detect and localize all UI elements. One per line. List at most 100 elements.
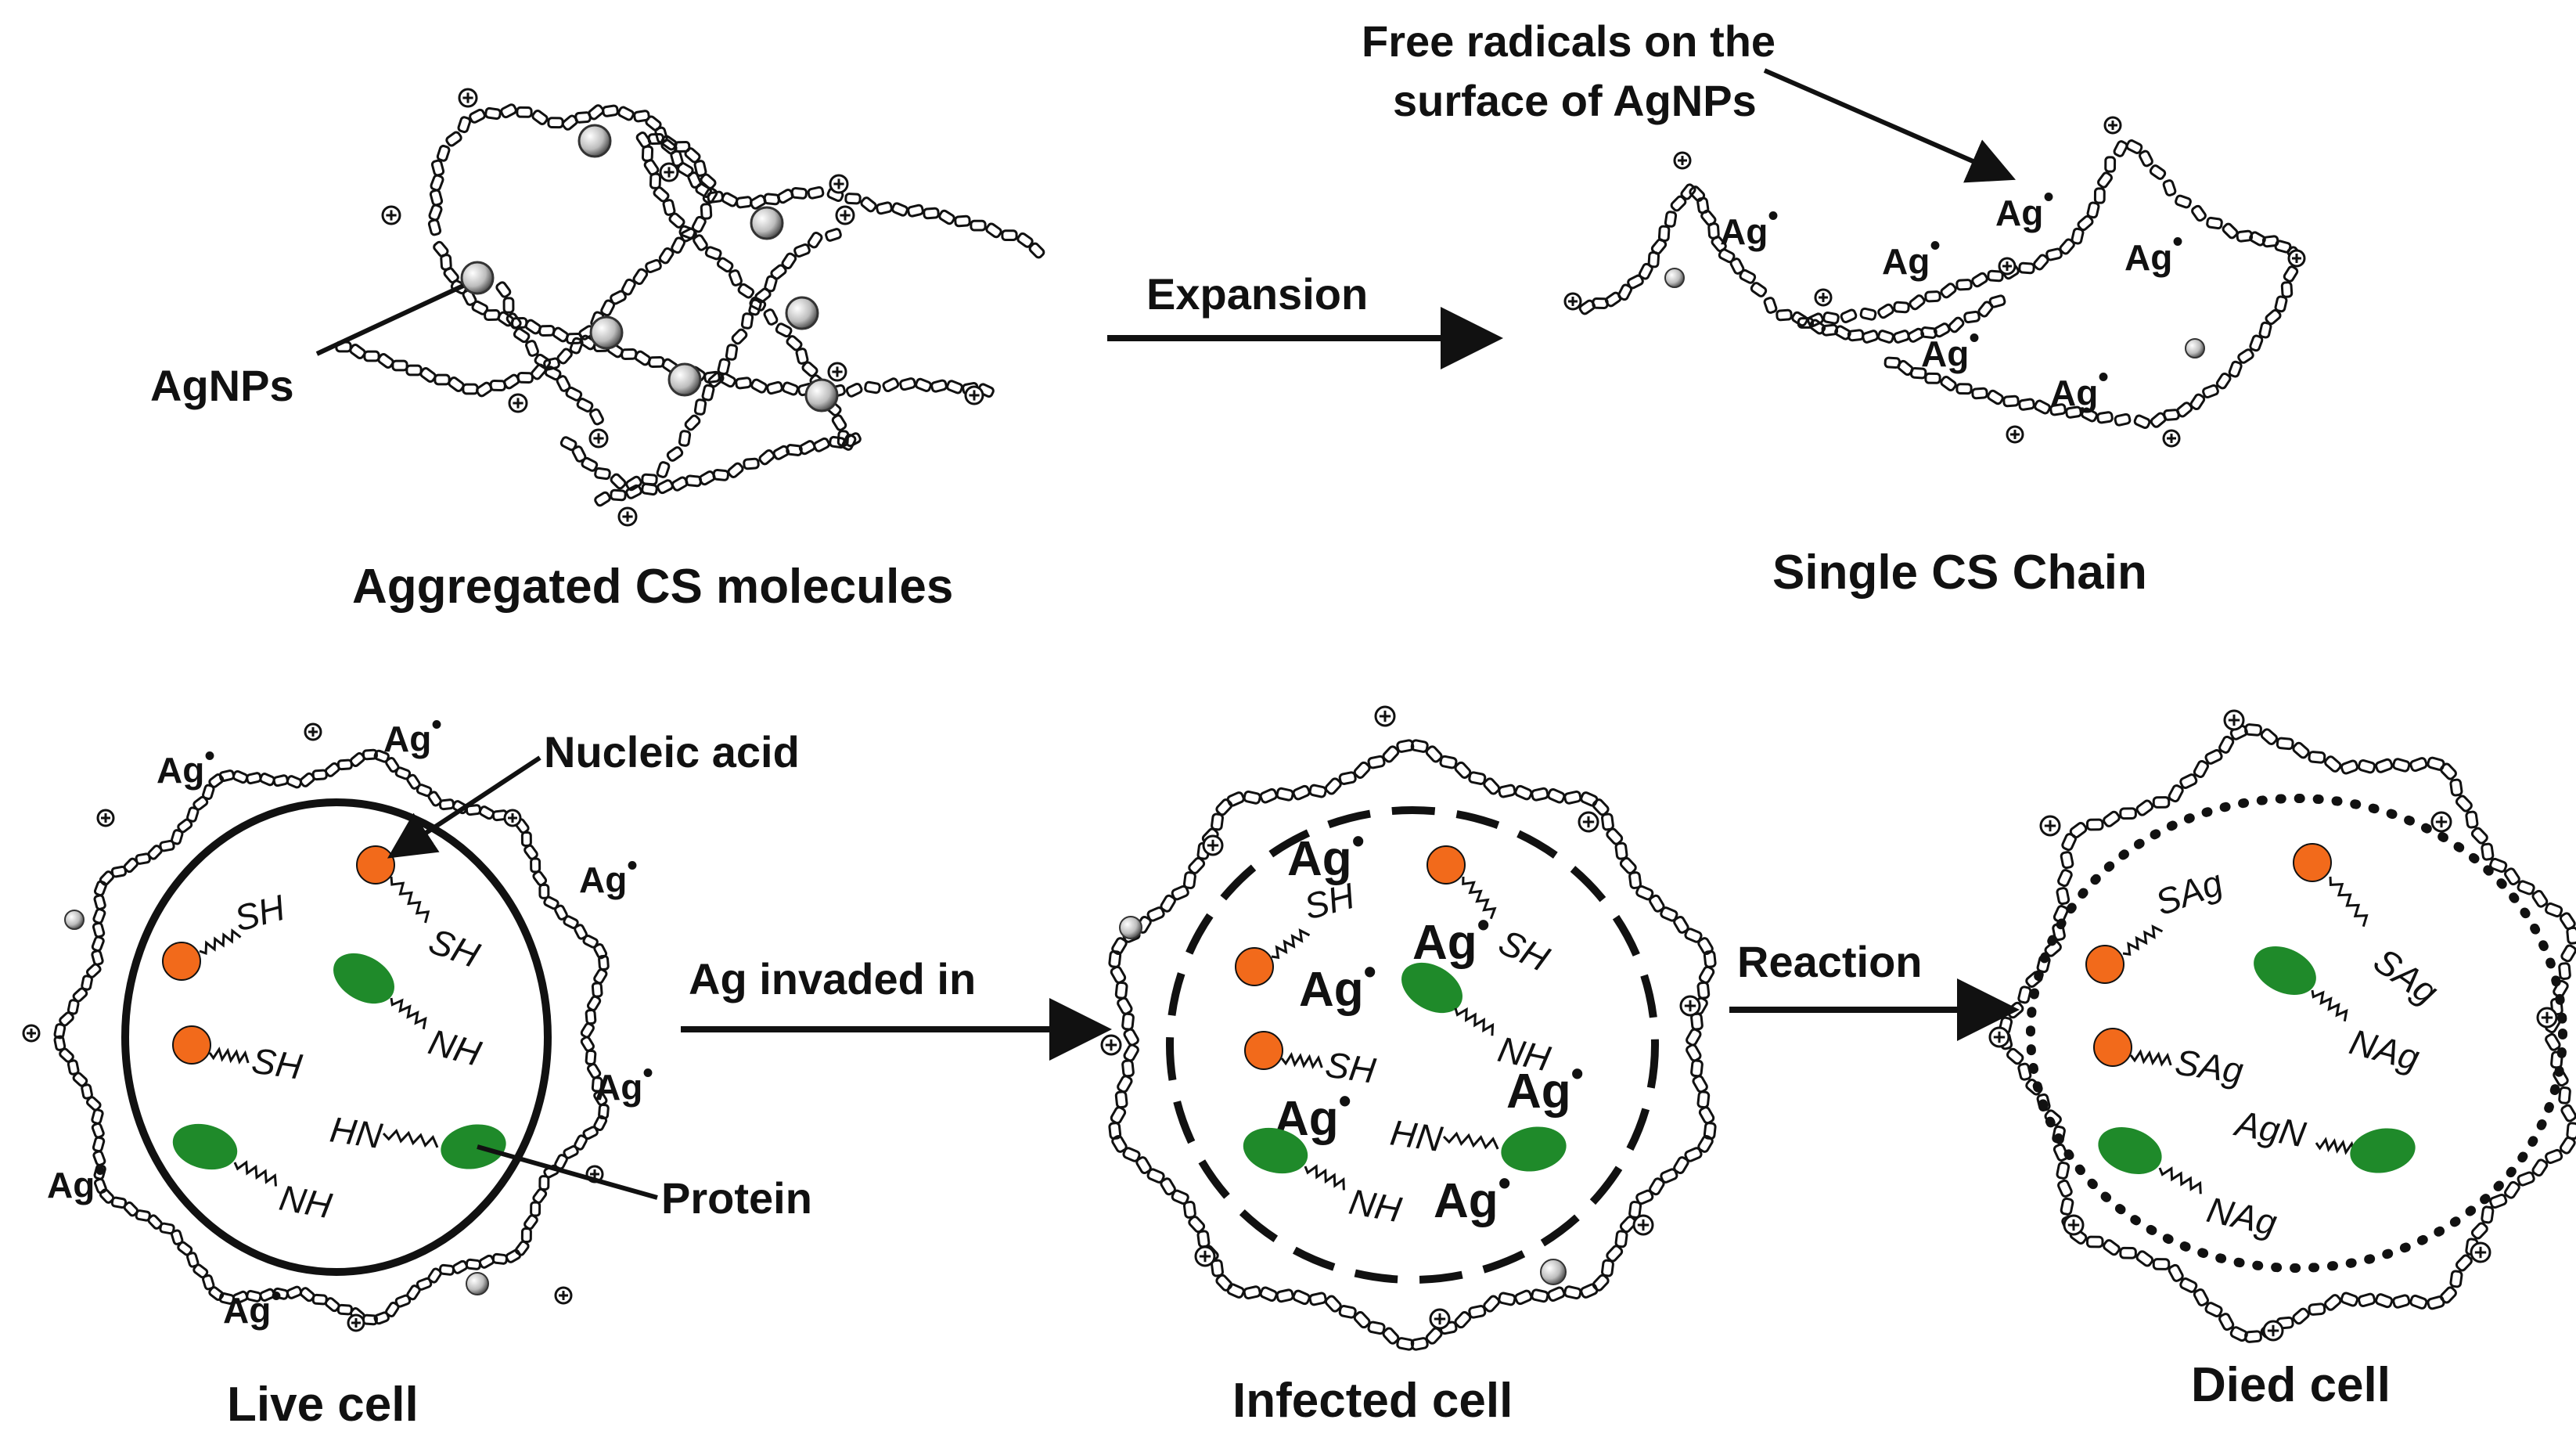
linker <box>1462 876 1497 920</box>
live-cell-caption: Live cell <box>227 1378 419 1432</box>
chain-link <box>2392 1294 2411 1309</box>
chain-link <box>93 894 106 910</box>
chain-link <box>81 975 93 991</box>
chain-link <box>844 193 862 205</box>
chain-link <box>2455 1254 2473 1272</box>
chain-link <box>580 1036 595 1052</box>
chain-link <box>513 327 531 344</box>
chain-link <box>1606 1245 1624 1263</box>
chain-link <box>891 202 908 217</box>
chain-link <box>484 106 502 121</box>
plus-charge-icon <box>554 1286 573 1305</box>
svg-text:Ag•: Ag• <box>595 1057 653 1108</box>
chain-link <box>2449 1270 2463 1288</box>
chain-link <box>171 1229 184 1245</box>
chain-link <box>649 172 662 189</box>
chain-link <box>81 1083 93 1100</box>
chain-link <box>2179 1277 2198 1293</box>
chain-link <box>728 269 743 286</box>
chain-link <box>538 883 550 899</box>
chain-link <box>2113 140 2128 157</box>
chain-link <box>2489 857 2508 874</box>
chain-link <box>2545 902 2563 918</box>
chain-link <box>1146 906 1165 922</box>
chain-link <box>1498 1292 1516 1306</box>
chain-link <box>2175 194 2192 209</box>
agnps-pointer <box>315 283 465 356</box>
chain-link <box>684 414 701 431</box>
ag-radicals: Ag• Ag• Ag• Ag• Ag• Ag• <box>1720 181 2183 413</box>
chain-link <box>1822 311 1840 325</box>
protein-icon <box>1401 962 1462 1014</box>
chain-link <box>91 1122 105 1139</box>
svg-text:Ag•: Ag• <box>47 1155 106 1205</box>
chain-link <box>2002 395 2020 408</box>
chain-link <box>419 367 437 383</box>
reaction-arrow: Reaction <box>1729 937 2020 1041</box>
chain-link <box>67 1059 80 1076</box>
plus-charge-icon <box>347 1313 365 1332</box>
chain-link <box>737 283 755 299</box>
chain-link <box>1108 1122 1122 1140</box>
chain-link <box>2204 749 2223 765</box>
chain-link <box>1592 798 1610 816</box>
chain-link <box>1117 1075 1133 1094</box>
chain-link <box>1689 186 1706 202</box>
chain-link <box>585 1049 597 1065</box>
chain-link <box>1243 790 1261 805</box>
chain-link <box>845 382 863 398</box>
chain-link <box>727 462 744 478</box>
chain-link <box>2481 1205 2495 1224</box>
chain-link <box>2218 1313 2235 1331</box>
chain-link <box>1807 312 1824 328</box>
chain-link <box>1635 1189 1654 1205</box>
chain-link <box>1775 308 1793 322</box>
chain-link <box>2559 1136 2576 1155</box>
protein-icon <box>1501 1126 1567 1172</box>
chain-link <box>801 361 818 377</box>
svg-text:Ag•: Ag• <box>2050 361 2109 413</box>
chain-link <box>2531 889 2549 908</box>
linker <box>208 1047 250 1065</box>
chain-link <box>478 805 495 820</box>
chain-link <box>581 456 599 472</box>
chain-link <box>2045 247 2063 261</box>
chain-link <box>2060 1197 2074 1216</box>
chain-link <box>782 381 799 396</box>
plus-charge-icon <box>1814 288 1833 307</box>
linker <box>233 1160 278 1187</box>
chain-link <box>749 296 767 312</box>
chain-link <box>648 355 665 369</box>
chain-link <box>565 386 583 402</box>
chain-link <box>1110 1106 1127 1125</box>
chain-link <box>2069 822 2088 839</box>
chain-link <box>1563 790 1582 805</box>
chain-link <box>2193 1288 2209 1306</box>
chain-link <box>825 228 842 242</box>
chain-link <box>625 484 642 499</box>
chain-link <box>2265 308 2282 326</box>
chain-link <box>2071 227 2085 245</box>
chain-link <box>2258 321 2272 339</box>
chain-link <box>1750 282 1768 297</box>
protein-icon <box>1243 1127 1308 1174</box>
chain-link <box>678 430 692 447</box>
linker <box>1304 1164 1345 1191</box>
chain-link <box>2077 214 2094 232</box>
chain-link <box>1893 301 1910 314</box>
chain-link <box>2056 887 2071 906</box>
chain-link <box>2470 1222 2488 1240</box>
chain-link <box>1425 1327 1443 1345</box>
chain-link <box>2206 216 2223 230</box>
plus-charge-icon <box>2063 1214 2085 1236</box>
chain-link <box>445 131 462 147</box>
chain-link <box>428 204 443 222</box>
plus-charge-icon <box>964 385 984 405</box>
protein-icon <box>2098 1127 2162 1174</box>
chain-link <box>1324 1295 1342 1313</box>
plus-charge-icon <box>2103 116 2122 135</box>
chain-link <box>1547 788 1566 804</box>
nucleic-acid-pointer <box>387 755 541 859</box>
chain-link <box>721 192 739 207</box>
